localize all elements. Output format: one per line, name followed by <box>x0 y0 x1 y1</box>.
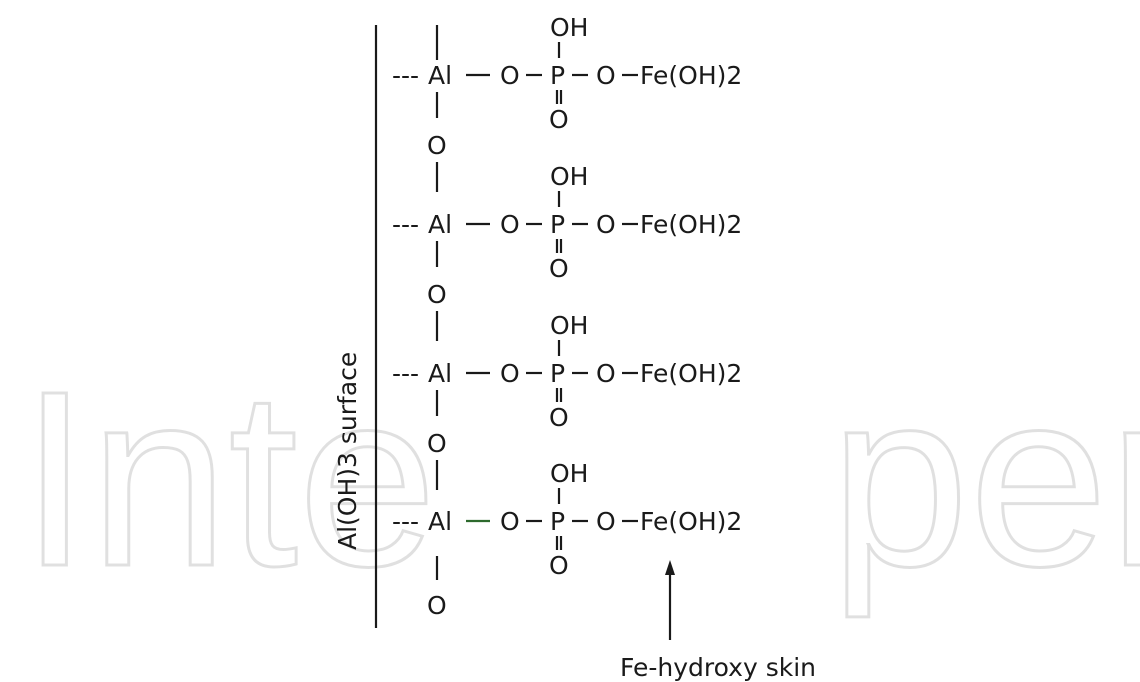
aluminum-atom: Al <box>428 61 452 90</box>
phosphoryl-oxygen: O <box>549 105 569 134</box>
row-dots: --- <box>392 507 419 536</box>
chain-oxygen: O <box>427 429 447 458</box>
phosphoryl-oxygen: O <box>549 254 569 283</box>
aluminum-atom: Al <box>428 210 452 239</box>
iron-hydroxide-group: Fe(OH)2 <box>640 210 742 239</box>
hydroxyl-group: OH <box>550 162 588 191</box>
phosphorus-atom: P <box>550 61 565 90</box>
phosphorus-atom: P <box>550 210 565 239</box>
watermark-right: pen <box>830 339 1140 618</box>
phosphoryl-oxygen: O <box>549 551 569 580</box>
aluminum-atom: Al <box>428 507 452 536</box>
hydroxyl-group: OH <box>550 459 588 488</box>
chain-oxygen: O <box>427 280 447 309</box>
phosphorus-atom: P <box>550 359 565 388</box>
watermark-left: Inte <box>20 339 437 618</box>
skin-arrow-head <box>665 560 675 575</box>
ester-oxygen: O <box>596 507 616 536</box>
hydroxyl-group: OH <box>550 311 588 340</box>
ester-oxygen: O <box>596 359 616 388</box>
ester-oxygen: O <box>596 210 616 239</box>
bridging-oxygen: O <box>500 507 520 536</box>
iron-hydroxide-group: Fe(OH)2 <box>640 507 742 536</box>
watermark: Inte pen <box>19 338 1140 620</box>
aluminum-atom: Al <box>428 359 452 388</box>
bridging-oxygen: O <box>500 210 520 239</box>
surface-label: Al(OH)3 surface <box>333 352 362 550</box>
phosphoryl-oxygen: O <box>549 403 569 432</box>
row-dots: --- <box>392 359 419 388</box>
row-dots: --- <box>392 61 419 90</box>
row-dots: --- <box>392 210 419 239</box>
phosphorus-atom: P <box>550 507 565 536</box>
skin-label: Fe-hydroxy skin <box>620 653 816 682</box>
bottom-oxygen: O <box>427 591 447 620</box>
iron-hydroxide-group: Fe(OH)2 <box>640 61 742 90</box>
ester-oxygen: O <box>596 61 616 90</box>
hydroxyl-group: OH <box>550 13 588 42</box>
iron-hydroxide-group: Fe(OH)2 <box>640 359 742 388</box>
chain-oxygen: O <box>427 131 447 160</box>
bridging-oxygen: O <box>500 359 520 388</box>
bridging-oxygen: O <box>500 61 520 90</box>
